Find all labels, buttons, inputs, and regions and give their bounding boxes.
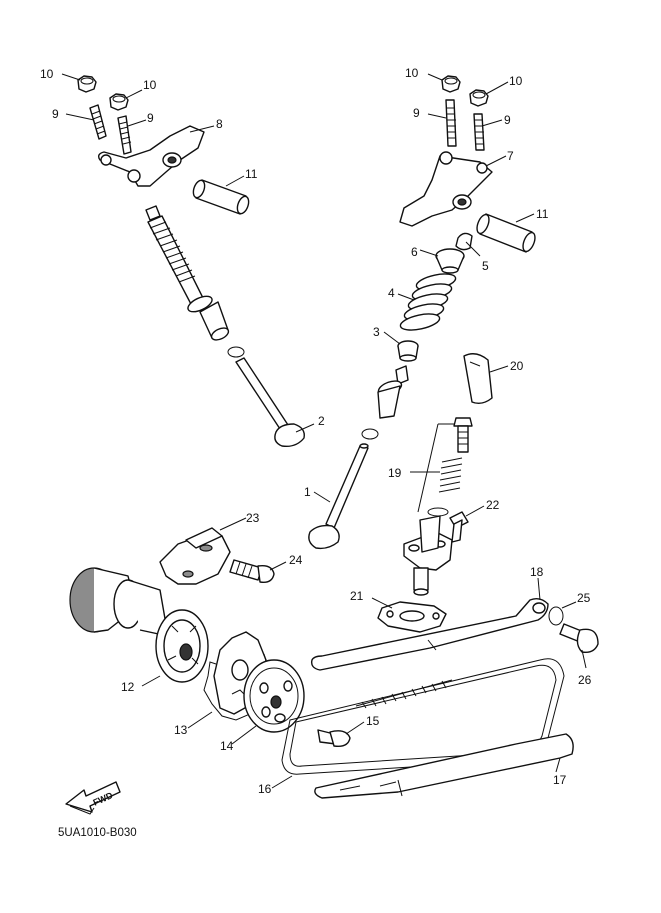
intake-valve [308,443,369,550]
camshaft-sprocket [243,659,305,733]
part-number-9: 9 [147,111,154,125]
part-number-10: 10 [509,74,523,88]
part-number-20: 20 [510,359,524,373]
part-number-9: 9 [52,107,59,121]
part-number-2: 2 [318,414,325,428]
valve-stem-seal [397,340,419,362]
part-number-5: 5 [482,259,489,273]
intake-valve-clip [361,428,379,440]
tensioner-mount-bolt [449,511,469,543]
chain-guide-upper [310,597,549,671]
camshaft [69,567,209,683]
left-adjuster-nut-b [109,93,129,111]
left-adjuster-screw-b [117,115,132,155]
part-number-15: 15 [366,714,380,728]
part-number-9: 9 [413,106,420,120]
part-number-11: 11 [536,207,549,221]
left-rocker-shaft [192,179,250,215]
guide-pin [559,623,599,654]
part-number-7: 7 [507,149,514,163]
part-number-18: 18 [530,565,544,579]
part-number-26: 26 [578,673,592,687]
part-number-8: 8 [216,117,223,131]
part-number-17: 17 [553,773,567,787]
exhaust-valve-spring-assembly [145,205,230,341]
tensioner-body [403,515,453,596]
part-number-10: 10 [405,66,419,80]
valve-spring [399,273,457,331]
left-adjuster-nut-a [77,75,97,93]
exhaust-valve [235,357,305,448]
part-number-13: 13 [174,723,188,737]
valve-cotter [455,232,473,251]
cam-chain-links [355,679,453,709]
tensioner-spring [438,457,463,493]
left-adjuster-screw-a [89,104,107,140]
part-number-6: 6 [411,245,418,259]
part-number-4: 4 [388,286,395,300]
part-number-16: 16 [258,782,272,796]
tensioner-gasket [377,601,447,633]
exhaust-valve-clip [227,346,245,358]
leader-lines [61,73,587,789]
forward-arrow-icon: FWD [65,781,121,815]
tensioner-bolt [453,417,473,453]
part-number-9: 9 [504,113,511,127]
part-number-22: 22 [486,498,500,512]
right-adjuster-nut-b [469,89,489,107]
part-number-14: 14 [220,739,234,753]
part-number-10: 10 [143,78,157,92]
part-number-1: 1 [304,485,311,499]
chain-guide-lower [314,733,574,799]
part-number-23: 23 [246,511,260,525]
retainer-bolt [229,559,275,584]
right-rocker-shaft [476,213,536,253]
intake-valve-guide-assembly [377,365,409,419]
tensioner-cap [463,353,493,405]
left-rocker-arm [97,125,205,187]
part-number-25: 25 [577,591,591,605]
part-number-24: 24 [289,553,303,567]
right-adjuster-nut-a [441,75,461,93]
tensioner-bracket-lines [417,423,456,513]
part-number-21: 21 [350,589,364,603]
valve-spring-retainer [435,248,465,274]
tensioner-o-ring [427,507,449,517]
drawing-code: 5UA1010-B030 [58,827,137,839]
sprocket-bolt [317,729,351,748]
right-adjuster-screw-b [473,113,485,151]
guide-pin-o-ring [548,606,564,626]
part-number-11: 11 [245,167,258,181]
camshaft-retainer [159,527,231,585]
part-number-19: 19 [388,466,402,480]
part-number-12: 12 [121,680,135,694]
part-number-10: 10 [40,67,54,81]
part-number-3: 3 [373,325,380,339]
right-adjuster-screw-a [445,99,457,147]
right-rocker-arm [399,151,493,227]
